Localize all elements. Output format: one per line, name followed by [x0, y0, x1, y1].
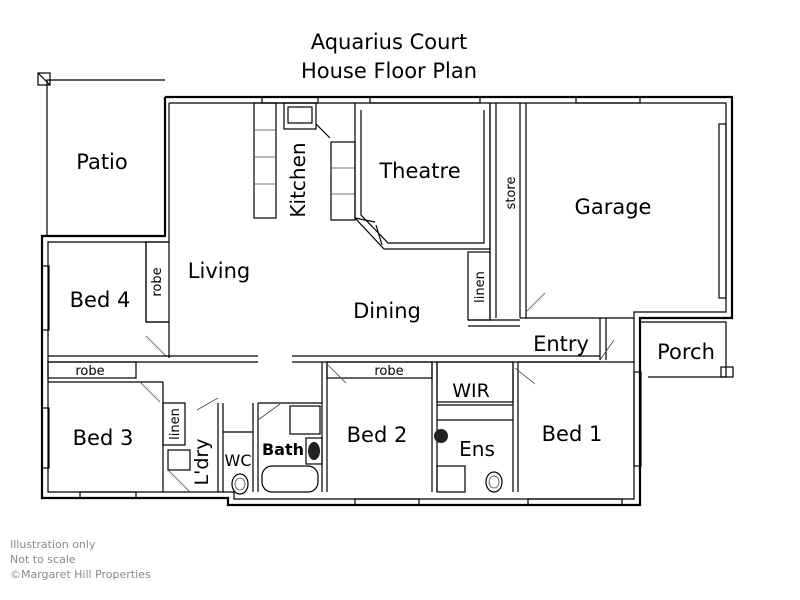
room-label-robe-bed3: robe: [75, 364, 104, 379]
room-label-laundry: L'dry: [191, 439, 213, 486]
room-label-patio: Patio: [76, 150, 128, 174]
bath-walls: [257, 362, 328, 493]
hallway-walls: [48, 355, 600, 363]
bed1-walls: [518, 361, 642, 467]
room-label-theatre: Theatre: [378, 159, 460, 183]
store-walls: [489, 103, 527, 318]
wir-ensuite-walls: [434, 361, 536, 493]
plan-title: Aquarius Court House Floor Plan: [0, 28, 778, 86]
garage-walls: [520, 123, 727, 319]
room-label-linen-entry: linen: [473, 271, 488, 303]
room-label-dining: Dining: [353, 299, 421, 323]
bed4-walls: [41, 241, 170, 358]
disclaimer-line-1: Illustration only: [10, 538, 96, 551]
title-line-1: Aquarius Court: [310, 30, 468, 54]
room-label-ensuite: Ens: [459, 437, 495, 461]
disclaimer-notes: Illustration only Not to scale ©Margaret…: [10, 537, 151, 582]
room-label-linen-laundry: linen: [168, 408, 183, 440]
room-label-bath: Bath: [262, 440, 304, 459]
room-label-bed1: Bed 1: [542, 422, 603, 446]
room-label-store: store: [504, 177, 519, 210]
kitchen-island: [330, 141, 356, 221]
room-label-bed2: Bed 2: [347, 423, 408, 447]
disclaimer-line-2: Not to scale: [10, 553, 76, 566]
laundry-walls: [162, 397, 224, 493]
wc-walls: [223, 403, 259, 495]
windows: [79, 96, 641, 506]
room-label-bed3: Bed 3: [73, 426, 134, 450]
room-label-wc: WC: [225, 451, 252, 470]
room-label-robe-bed2: robe: [374, 364, 403, 379]
porch-outline: [640, 321, 734, 378]
room-label-porch: Porch: [657, 340, 715, 364]
room-label-garage: Garage: [575, 195, 652, 219]
copyright-line: ©Margaret Hill Properties: [10, 568, 151, 581]
room-label-robe-bed4: robe: [150, 267, 165, 296]
room-label-wir: WIR: [452, 380, 490, 402]
linen-entry-cupboard: [467, 251, 520, 327]
room-label-entry: Entry: [533, 332, 589, 356]
title-line-2: House Floor Plan: [300, 59, 478, 83]
room-label-kitchen: Kitchen: [286, 142, 310, 217]
patio-outline: [37, 72, 165, 236]
room-label-living: Living: [188, 259, 250, 283]
entry-walls: [599, 318, 615, 361]
room-label-bed4: Bed 4: [70, 288, 131, 312]
